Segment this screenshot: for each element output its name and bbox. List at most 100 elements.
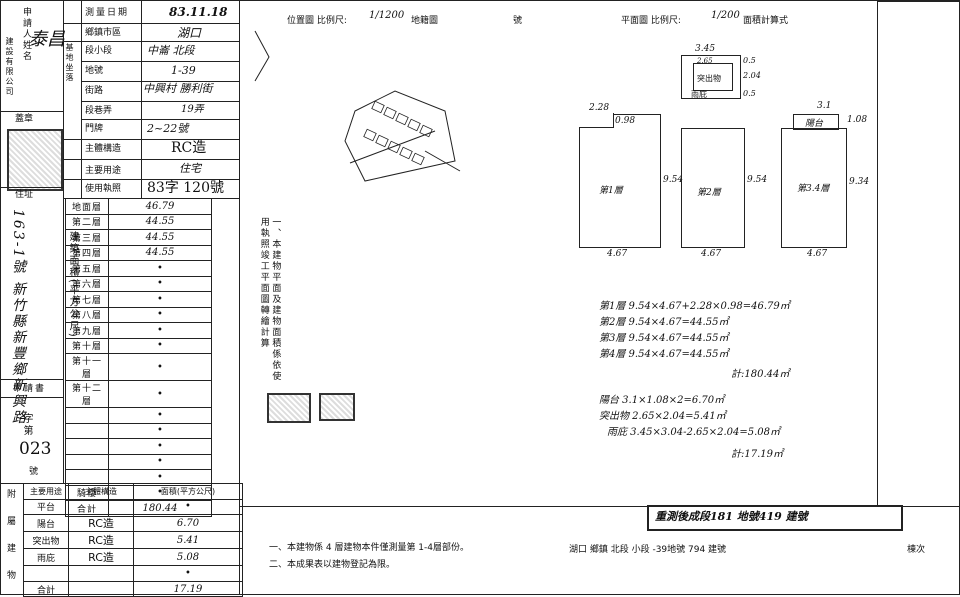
company-seal-stamp — [7, 129, 63, 191]
attached-label: 附屬建物 — [5, 489, 15, 597]
right-strip-border — [877, 1, 878, 506]
attached-structure: RC造 — [68, 531, 134, 550]
left-col-divider — [63, 1, 64, 483]
location-scale: 1/1200 — [369, 10, 405, 21]
sequence-label: 棟次 — [907, 545, 926, 555]
section-label: 段小段 — [85, 46, 113, 56]
floorplan-scale: 1/200 — [711, 10, 740, 21]
roof-w: 3.45 — [695, 44, 716, 54]
canopy-label: 雨庇 — [691, 90, 707, 99]
structure-value: RC造 — [171, 140, 207, 156]
attached-header-cell: 主體構造 — [68, 483, 134, 500]
floor-1-height: 9.54 — [663, 175, 684, 185]
floor-row: • — [65, 407, 212, 424]
floor-area: 44.55 — [108, 229, 212, 246]
attached-use: 平台 — [23, 498, 69, 516]
floor-row: 第六層• — [65, 275, 212, 292]
calc-line: 雨庇 3.45×3.04-2.65×2.04=5.08㎡ — [607, 427, 781, 438]
township-value: 湖口 — [177, 26, 202, 40]
floor-2-plan — [681, 128, 745, 248]
floor-1-width: 4.67 — [607, 249, 628, 259]
floor-area: • — [108, 306, 212, 323]
usage-label: 主要用途 — [85, 166, 122, 176]
attached-use: 突出物 — [23, 531, 69, 550]
base-label: 基地坐落 — [65, 43, 74, 83]
calc-line: 陽台 3.1×1.08×2=6.70㎡ — [599, 395, 725, 406]
calc-line: 第2層 9.54×4.67=44.55㎡ — [599, 317, 729, 328]
floor-3-4-plan — [781, 128, 847, 248]
attached-structure — [68, 565, 134, 582]
location-map — [254, 30, 461, 182]
roof-h2: 2.04 — [743, 71, 761, 80]
floor-row: 第七層• — [65, 291, 212, 308]
attached-area: • — [133, 565, 243, 582]
floor-area: 44.55 — [108, 213, 212, 230]
floor-area: • — [108, 260, 212, 277]
floor-name: 地面層 — [65, 198, 109, 215]
floorplan-label: 平面圖 比例尺: — [621, 16, 681, 26]
floor-row: • — [65, 453, 212, 470]
builder-label: 建設有限公司 — [5, 37, 14, 97]
floor-area: • — [108, 322, 212, 339]
floor-2-label: 第2層 — [697, 188, 721, 198]
floor-3-4-width: 4.67 — [807, 249, 828, 259]
floor-area: • — [108, 291, 212, 308]
balcony-width: 3.1 — [817, 101, 832, 111]
attached-header-cell: 主要用途 — [23, 483, 69, 500]
structure-label: 主體構造 — [85, 144, 122, 154]
calc-line: 計:180.44㎡ — [731, 369, 790, 380]
left-col-divider-3 — [141, 1, 142, 198]
section-value: 中崙 北段 — [147, 44, 195, 57]
calc-line: 第4層 9.54×4.67=44.55㎡ — [599, 349, 729, 360]
floor-name — [65, 453, 109, 470]
lot-label: 地號 — [85, 66, 104, 76]
survey-date-value: 83.11.18 — [169, 5, 228, 19]
attached-area: • — [133, 498, 243, 516]
floor-name: 第三層 — [65, 229, 109, 246]
roof-w2: 2.65 — [697, 57, 713, 65]
floor-name — [65, 438, 109, 455]
attached-structure: RC造 — [68, 514, 134, 533]
renumber-stamp — [647, 505, 903, 531]
applicant-label: 申請人姓名 — [21, 7, 31, 62]
floor-row: 第八層• — [65, 306, 212, 323]
roof-label: 突出物 — [697, 74, 721, 83]
floor-name — [65, 407, 109, 424]
floor-area: 46.79 — [108, 198, 212, 215]
seal-label: 蓋章 — [15, 114, 34, 124]
floor-name — [65, 422, 109, 439]
calc-line: 第1層 9.54×4.67+2.28×0.98=46.79㎡ — [599, 301, 790, 312]
balcony-label: 陽台 — [805, 119, 824, 129]
attached-header-row: 主要用途主體構造面積(平方公尺) — [23, 483, 243, 500]
floor-row: 第十層• — [65, 337, 212, 354]
floor-name: 第十一層 — [65, 353, 109, 381]
attached-use — [23, 565, 69, 582]
floor-2-height: 9.54 — [747, 175, 768, 185]
alley-label: 段巷弄 — [85, 106, 113, 116]
lot-value: 1-39 — [171, 64, 196, 77]
floor-1-plan — [579, 114, 661, 248]
calc-line: 第3層 9.54×4.67=44.55㎡ — [599, 333, 729, 344]
attached-row: • — [23, 565, 243, 582]
floor-name: 第十層 — [65, 337, 109, 354]
footer-location-line: 湖口 鄉鎮 北段 小段 -39地號 794 建號 — [569, 545, 727, 555]
attached-row: 平台 • — [23, 498, 243, 516]
vertical-note: 一、本建物平面及建物面積係依使用執照竣工平面圖轉繪計算 — [258, 217, 281, 382]
floor-2-width: 4.67 — [701, 249, 722, 259]
floor-name: 第五層 — [65, 260, 109, 277]
floor-name: 第二層 — [65, 213, 109, 230]
attached-use: 陽台 — [23, 514, 69, 533]
floor-row: 第十二層• — [65, 380, 212, 408]
floor-name: 第十二層 — [65, 380, 109, 408]
survey-date-label: 測量日期 — [85, 8, 130, 18]
floor-row: • — [65, 438, 212, 455]
doorplate-value: 2~22號 — [147, 122, 189, 135]
floor-name: 第九層 — [65, 322, 109, 339]
doorplate-label: 門牌 — [85, 124, 104, 134]
